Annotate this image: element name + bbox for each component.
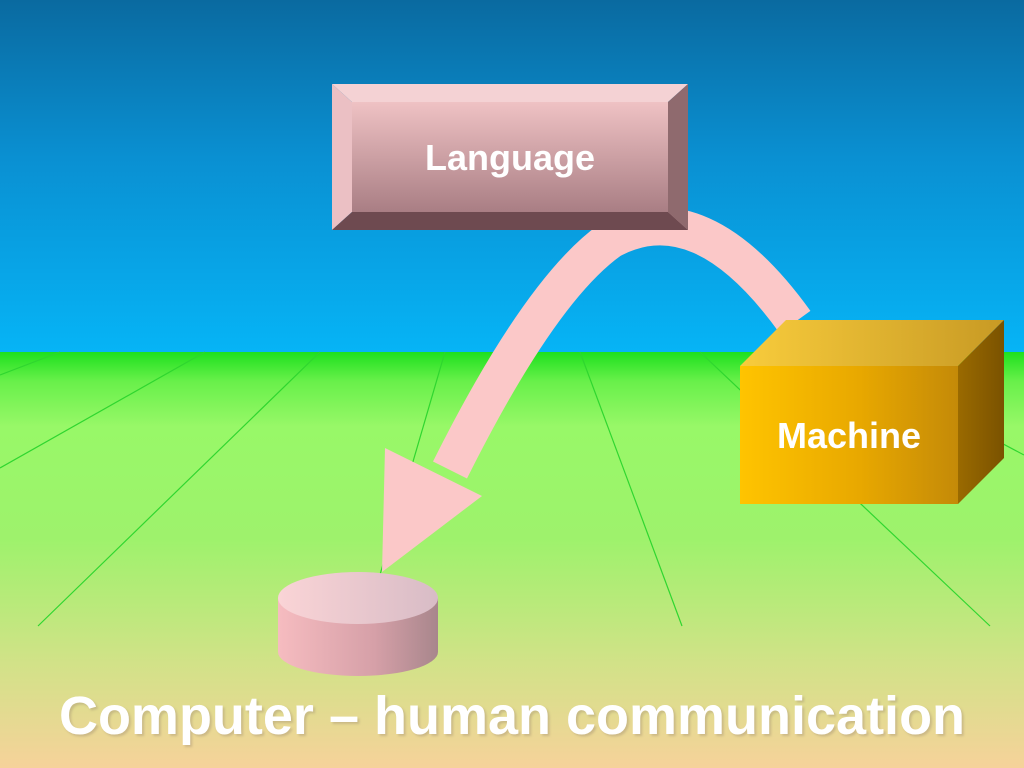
language-box	[332, 84, 688, 230]
language-label: Language	[424, 137, 595, 178]
machine-label: Machine	[776, 415, 922, 456]
slide-title: Computer – human communication	[58, 686, 966, 746]
machine-cube	[740, 320, 1004, 504]
computer-disc	[278, 572, 438, 676]
communication-arrow	[382, 207, 811, 572]
